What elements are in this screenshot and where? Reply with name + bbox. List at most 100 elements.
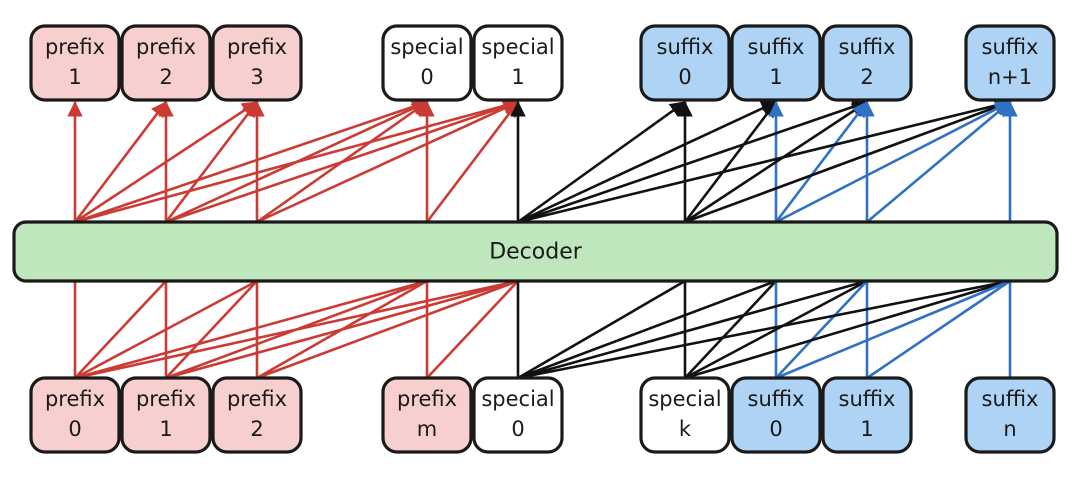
input-node-in-prefix-2[interactable]: prefix 2 bbox=[211, 376, 303, 454]
decoder-label: Decoder bbox=[489, 240, 583, 265]
attention-edge-upper bbox=[256, 100, 519, 224]
token-label-index: 2 bbox=[159, 65, 172, 89]
input-node-in-suffix-0[interactable]: suffix 0 bbox=[730, 376, 822, 454]
attention-edge-upper bbox=[774, 101, 869, 223]
attention-edge-lower bbox=[74, 280, 167, 379]
token-box bbox=[120, 376, 212, 454]
input-node-in-prefix-1[interactable]: prefix 1 bbox=[120, 376, 212, 454]
attention-edge-upper bbox=[866, 101, 1011, 223]
token-label-name: suffix bbox=[748, 35, 805, 59]
input-node-in-suffix-1[interactable]: suffix 1 bbox=[821, 376, 913, 454]
token-label-index: 0 bbox=[68, 417, 81, 441]
token-label-index: n bbox=[1003, 417, 1016, 441]
token-label-index: 1 bbox=[769, 65, 782, 89]
attention-edge-upper bbox=[517, 100, 686, 224]
attention-edge-upper bbox=[684, 99, 1011, 224]
attention-edge-lower bbox=[517, 279, 868, 380]
attention-edge-lower bbox=[256, 279, 519, 380]
token-label-name: special bbox=[481, 387, 554, 411]
attention-edge-upper bbox=[517, 100, 777, 224]
token-label-index: 0 bbox=[420, 65, 433, 89]
attention-edge-lower bbox=[866, 279, 1011, 380]
attention-edge-upper bbox=[74, 99, 428, 224]
attention-edge-lower bbox=[684, 280, 777, 379]
token-box bbox=[29, 376, 121, 454]
attention-edge-upper bbox=[164, 101, 259, 223]
input-node-in-special-0[interactable]: special 0 bbox=[472, 376, 564, 454]
token-label-index: 0 bbox=[511, 417, 524, 441]
token-box bbox=[381, 376, 473, 454]
output-node-out-suffix-1[interactable]: suffix 1 bbox=[730, 24, 822, 102]
attention-edge-lower bbox=[74, 279, 428, 380]
token-label-index: 3 bbox=[250, 65, 263, 89]
token-label-index: 0 bbox=[769, 417, 782, 441]
token-label-name: suffix bbox=[657, 35, 714, 59]
token-label-name: prefix bbox=[136, 387, 196, 411]
decoder-rect bbox=[12, 220, 1059, 283]
token-label-index: 2 bbox=[250, 417, 263, 441]
token-label-name: suffix bbox=[839, 387, 896, 411]
output-node-out-prefix-1[interactable]: prefix 1 bbox=[29, 24, 121, 102]
token-label-index: 0 bbox=[678, 65, 691, 89]
attention-edge-upper bbox=[74, 100, 258, 224]
token-label-index: 1 bbox=[159, 417, 172, 441]
output-node-out-prefix-3[interactable]: prefix 3 bbox=[211, 24, 303, 102]
token-label-index: 1 bbox=[860, 417, 873, 441]
token-label-name: suffix bbox=[982, 35, 1039, 59]
attention-edge-upper bbox=[775, 100, 1011, 224]
token-box bbox=[29, 24, 121, 102]
attention-edge-upper bbox=[165, 99, 519, 224]
token-box bbox=[730, 376, 822, 454]
token-label-name: prefix bbox=[227, 387, 287, 411]
attention-edge-upper bbox=[684, 100, 868, 224]
token-label-name: prefix bbox=[136, 35, 196, 59]
attention-edge-lower bbox=[74, 279, 258, 380]
token-box bbox=[211, 24, 303, 102]
token-label-name: special bbox=[481, 35, 554, 59]
attention-edge-upper bbox=[517, 97, 1012, 224]
token-label-name: special bbox=[648, 387, 721, 411]
token-label-index: k bbox=[679, 417, 692, 441]
attention-edge-lower bbox=[165, 280, 258, 379]
token-box bbox=[211, 376, 303, 454]
attention-edge-lower bbox=[775, 279, 1011, 380]
token-box bbox=[639, 376, 731, 454]
output-node-out-suffix-0[interactable]: suffix 0 bbox=[639, 24, 731, 102]
token-label-index: 1 bbox=[511, 65, 524, 89]
token-label-index: 1 bbox=[68, 65, 81, 89]
attention-edge-lower bbox=[517, 279, 686, 380]
output-node-out-special-1[interactable]: special 1 bbox=[472, 24, 564, 102]
token-label-index: m bbox=[417, 417, 437, 441]
token-label-index: 2 bbox=[860, 65, 873, 89]
decoder-block[interactable]: Decoder bbox=[12, 220, 1059, 283]
attention-edge-lower bbox=[165, 279, 519, 380]
token-label-name: prefix bbox=[45, 35, 105, 59]
token-box bbox=[472, 24, 564, 102]
edges-decoder-to-output bbox=[67, 97, 1018, 224]
token-box bbox=[639, 24, 731, 102]
input-token-row: prefix0prefix1prefix2prefixmspecial0spec… bbox=[29, 376, 1056, 454]
token-label-name: prefix bbox=[227, 35, 287, 59]
token-box bbox=[964, 376, 1056, 454]
output-node-out-suffix-2[interactable]: suffix 2 bbox=[821, 24, 913, 102]
attention-edge-lower bbox=[684, 279, 1011, 380]
token-box bbox=[821, 24, 913, 102]
attention-edge-lower bbox=[517, 279, 777, 380]
token-label-name: suffix bbox=[839, 35, 896, 59]
edges-input-to-decoder bbox=[73, 279, 1012, 380]
token-label-name: suffix bbox=[748, 387, 805, 411]
attention-edge-upper bbox=[74, 98, 520, 224]
input-node-in-special-k[interactable]: special k bbox=[639, 376, 731, 454]
token-label-index: n+1 bbox=[988, 65, 1032, 89]
attention-edge-lower bbox=[775, 280, 868, 379]
attention-edge-lower bbox=[74, 279, 519, 380]
output-node-out-suffix-np1[interactable]: suffix n+1 bbox=[964, 24, 1056, 102]
attention-edge-upper bbox=[73, 101, 168, 223]
output-node-out-prefix-2[interactable]: prefix 2 bbox=[120, 24, 212, 102]
attention-edge-upper bbox=[425, 101, 520, 223]
